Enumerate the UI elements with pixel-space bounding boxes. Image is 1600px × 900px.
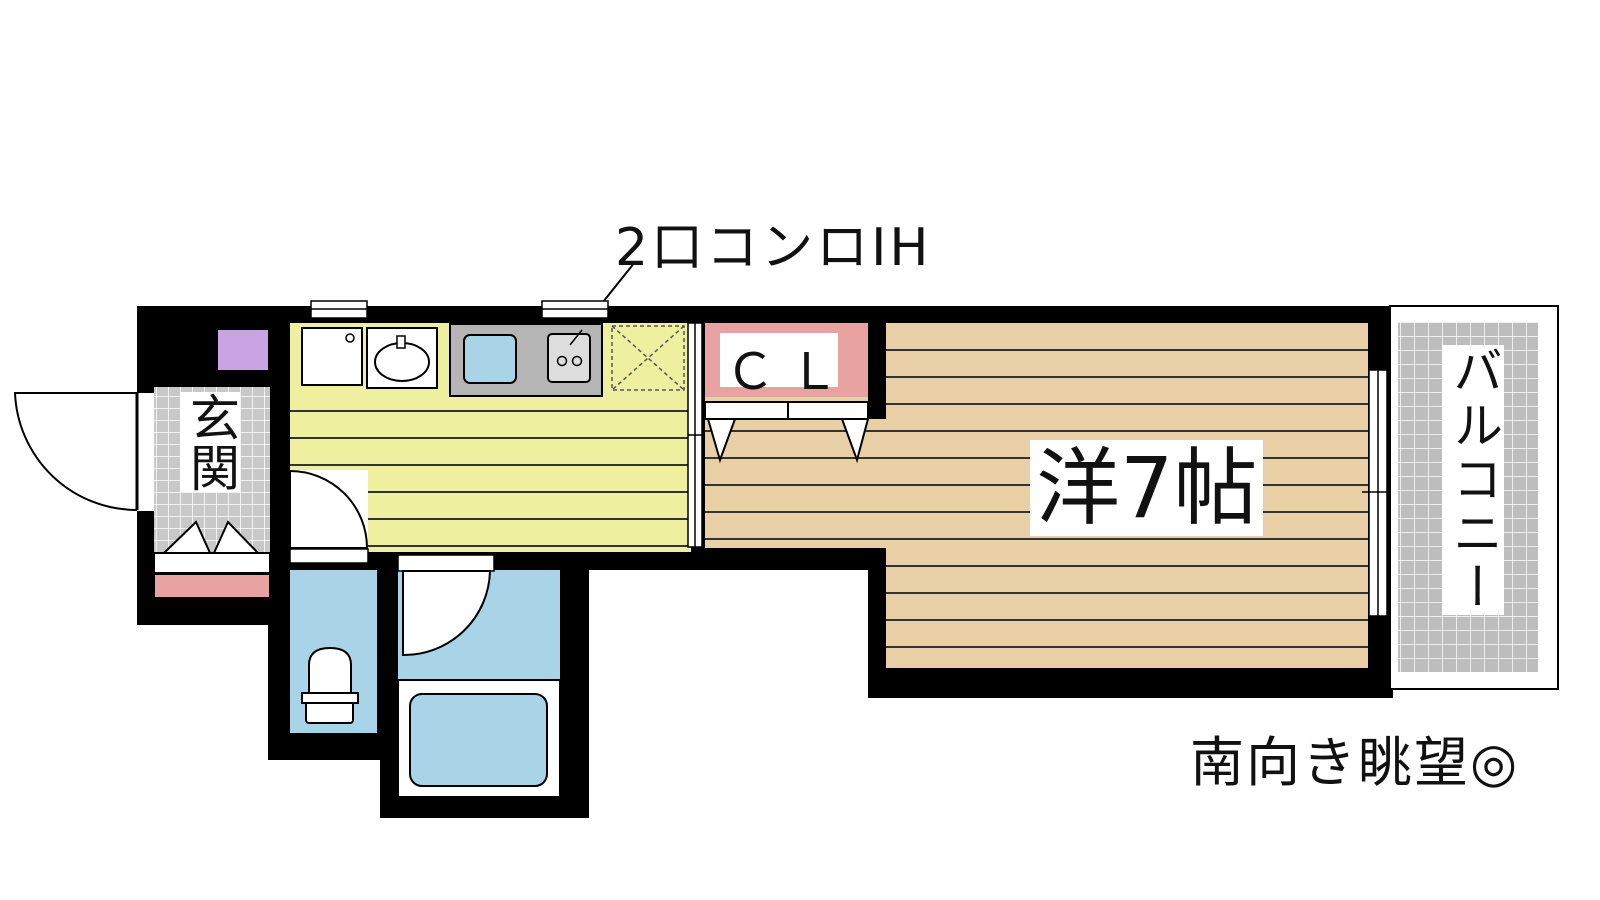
shoe-rack-door-right: [212, 520, 261, 554]
toilet-door-swing: [289, 469, 369, 549]
closet-door-right: [840, 418, 870, 464]
closet-door-frame: [704, 401, 869, 420]
kitchen-sink: [463, 334, 517, 384]
entrance-door-opening: [137, 393, 154, 511]
closet-label-bg: [720, 333, 838, 387]
shoe-rack: [153, 573, 271, 599]
entrance-upper: [154, 323, 200, 387]
bath-door-swing: [402, 570, 492, 657]
stove-callout-line: [602, 261, 636, 303]
stove-leader-line: [569, 329, 583, 346]
entrance-door-swing: [13, 392, 138, 512]
room-label: 洋7帖: [1030, 440, 1264, 536]
ih-stove: [547, 333, 591, 383]
balcony-label: バルコニー: [1442, 345, 1504, 615]
meter-box: [218, 330, 268, 370]
view-note: 南向き眺望◎: [1190, 731, 1520, 794]
entrance-label: 玄関: [180, 392, 240, 492]
bathtub: [409, 693, 548, 787]
closet-door-left: [706, 418, 737, 464]
closet-label: ＣＬ: [725, 343, 853, 401]
closet-wall: [868, 323, 886, 419]
toilet-bowl: [308, 646, 352, 694]
shoe-rack-door-left: [161, 520, 212, 554]
fridge-space: [301, 327, 363, 386]
stove-label: 2口コンロIH: [615, 218, 932, 278]
